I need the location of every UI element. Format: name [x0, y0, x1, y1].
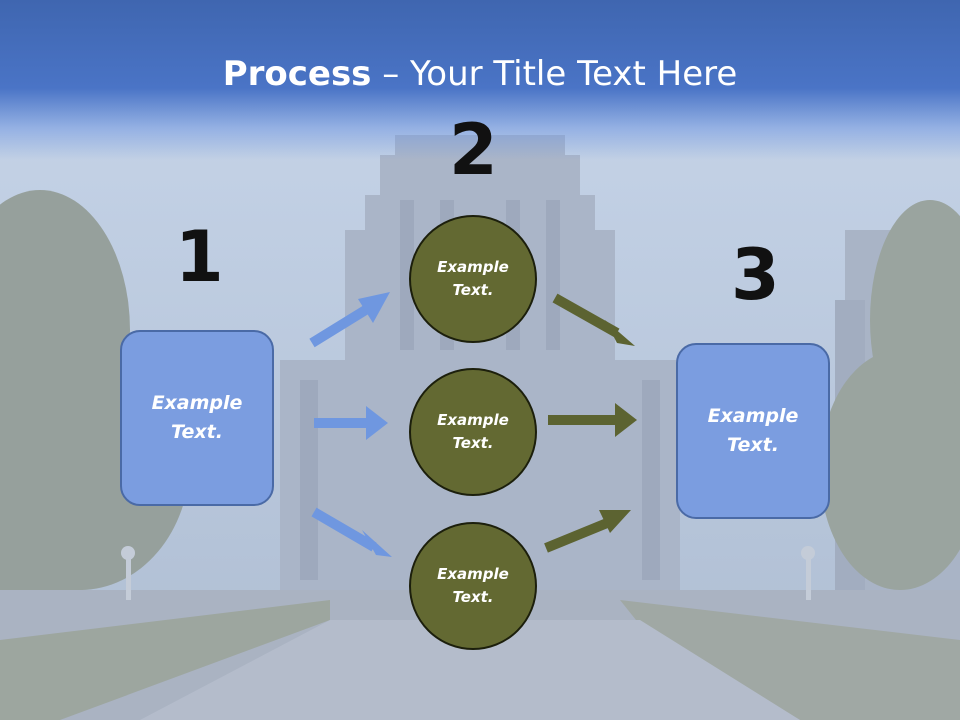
- arrow-head: [366, 406, 388, 440]
- title-bold: Process: [222, 54, 372, 94]
- trees-left: [0, 190, 190, 620]
- left-box[interactable]: Example Text.: [120, 330, 274, 506]
- arrow-to-bottom-circle: [311, 507, 392, 557]
- trees-right: [820, 200, 960, 590]
- road: [140, 620, 800, 720]
- arrow-shaft: [309, 301, 375, 348]
- arrow-shaft: [544, 516, 614, 553]
- step-number-1: 1: [175, 216, 224, 298]
- title-rest: – Your Title Text Here: [371, 54, 738, 94]
- right-box-text: Example Text.: [707, 405, 799, 456]
- arrow-head: [358, 292, 390, 323]
- arrow-to-top-circle: [309, 292, 390, 348]
- hedge-left: [0, 600, 330, 720]
- arrow-head: [605, 320, 635, 346]
- arrow-from-top-circle: [552, 293, 635, 346]
- arrow-head: [615, 403, 637, 437]
- title-band: [0, 0, 960, 160]
- arrow-head: [362, 530, 392, 557]
- step-number-2: 2: [449, 109, 498, 191]
- arrow-from-middle-circle: [548, 403, 637, 437]
- circle-top[interactable]: Example Text.: [409, 215, 537, 343]
- circle-middle-text: Example Text.: [437, 411, 509, 452]
- lamp-posts: [121, 546, 815, 600]
- arrow-to-middle-circle: [314, 406, 388, 440]
- circle-bottom[interactable]: Example Text.: [409, 522, 537, 650]
- left-box-text: Example Text.: [151, 392, 243, 443]
- arrow-shaft: [311, 507, 377, 552]
- arrow-shaft: [552, 293, 620, 338]
- right-box[interactable]: Example Text.: [676, 343, 830, 519]
- hedge-right: [620, 600, 960, 720]
- slide-title: Process – Your Title Text Here: [0, 52, 960, 96]
- arrow-from-bottom-circle: [544, 510, 631, 553]
- arrow-head: [599, 510, 631, 533]
- circle-bottom-text: Example Text.: [437, 565, 509, 606]
- step-number-3: 3: [731, 234, 780, 316]
- circle-middle[interactable]: Example Text.: [409, 368, 537, 496]
- circle-top-text: Example Text.: [437, 258, 509, 299]
